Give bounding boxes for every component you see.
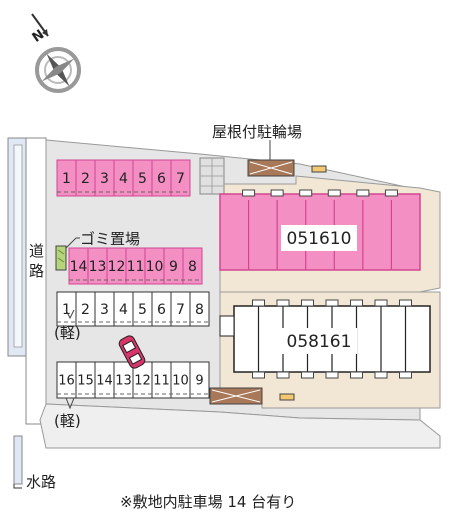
bike-shelter-label: 屋根付駐輪場 <box>212 123 302 141</box>
parking-space-number: 5 <box>138 302 147 318</box>
parking-space-number: 3 <box>100 302 109 318</box>
garbage-area <box>55 245 67 271</box>
building-top-label-bg <box>281 225 357 251</box>
parking-space-number: 9 <box>195 374 203 389</box>
building-bottom-label: 058161 <box>287 332 352 352</box>
parking-space-number: 11 <box>127 259 145 275</box>
kei-label-bottom: (軽) <box>54 412 81 430</box>
parking-space-number: 6 <box>157 302 166 318</box>
parking-space-number: 7 <box>176 302 185 318</box>
parking-space-number: 9 <box>169 259 178 275</box>
waterway-inner <box>13 144 23 348</box>
parking-space-number: 12 <box>108 259 126 275</box>
parking-space-number: 11 <box>153 374 170 389</box>
garbage-label: ゴミ置場 <box>80 230 140 248</box>
parking-space-number: 8 <box>195 302 204 318</box>
road-label-1: 道 <box>29 242 44 260</box>
parking-space-number: 10 <box>146 259 164 275</box>
parking-footnote: ※敷地内駐車場 14 台有り <box>120 493 296 511</box>
road <box>25 137 47 425</box>
parking-space-number: 13 <box>89 259 107 275</box>
parking-space-number: 10 <box>172 374 189 389</box>
parking-space-number: 1 <box>62 171 71 187</box>
compass-icon: N <box>30 13 81 93</box>
parking-space-number: 6 <box>157 171 166 187</box>
parking-space-number: 13 <box>115 374 132 389</box>
parking-space-number: 14 <box>70 259 88 275</box>
parking-space-number: 16 <box>58 374 75 389</box>
waterway-label: 水路 <box>26 473 56 491</box>
waterway-lower <box>13 435 23 485</box>
parking-space-number: 4 <box>119 302 128 318</box>
road-label-2: 路 <box>29 262 44 280</box>
car-icon <box>118 335 146 369</box>
parking-space-number: 12 <box>134 374 151 389</box>
parking-space <box>189 361 210 399</box>
parking-space <box>189 291 210 327</box>
parking-space-number: 15 <box>77 374 94 389</box>
parking-space <box>170 159 191 197</box>
parking-space-number: 14 <box>96 374 113 389</box>
parking-space <box>182 247 203 285</box>
parking-space-number: 5 <box>138 171 147 187</box>
parking-space-number: 7 <box>176 171 185 187</box>
parking-space-number: 8 <box>188 259 197 275</box>
building-top-label: 051610 <box>287 229 352 249</box>
parking-space-number: 3 <box>100 171 109 187</box>
parking-space-number: 2 <box>81 171 90 187</box>
parking-space-number: 4 <box>119 171 128 187</box>
kei-label-mid: (軽) <box>54 324 81 342</box>
building-bottom-label-bg <box>281 328 357 354</box>
site-lower-area <box>39 403 441 449</box>
parking-space-number: 2 <box>81 302 90 318</box>
